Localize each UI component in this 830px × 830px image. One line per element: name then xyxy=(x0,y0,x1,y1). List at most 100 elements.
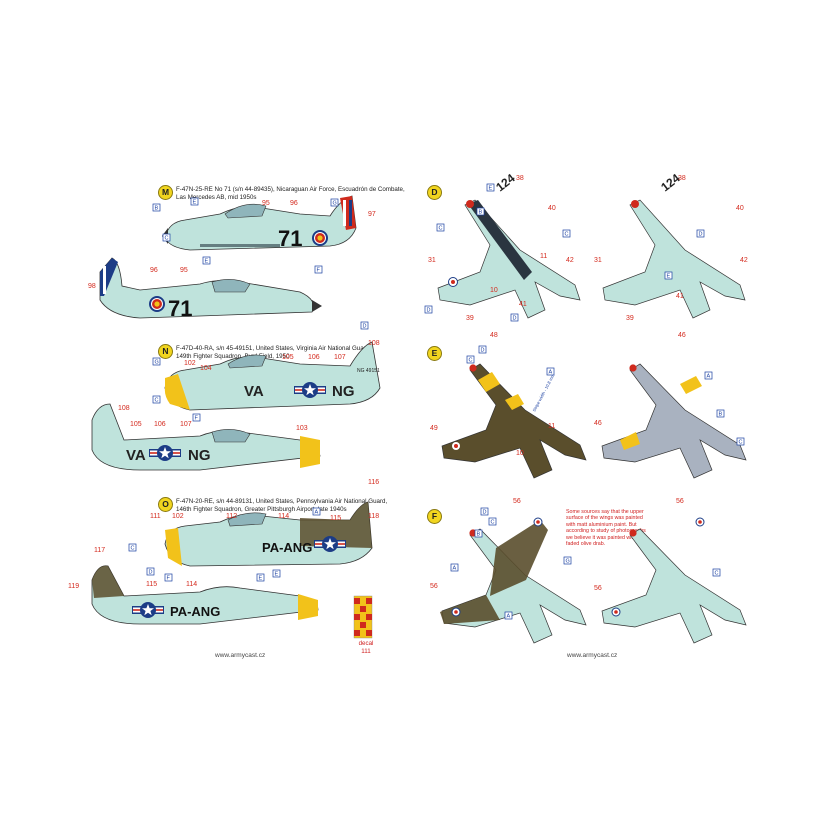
callout-f-left-3: B xyxy=(477,531,481,537)
callout-box-f-left-2 xyxy=(488,517,497,526)
callout-d-left-10: D xyxy=(427,307,431,313)
callout-box-o-top-10 xyxy=(272,569,281,578)
callout-d-right-6: 41 xyxy=(676,293,684,300)
callout-n-top-9: F xyxy=(195,415,199,421)
f-plan-right xyxy=(601,517,747,644)
callout-f-right-2: 56 xyxy=(594,585,602,592)
callout-box-n-top-9 xyxy=(192,413,201,422)
callout-n-top-0: G xyxy=(155,359,159,365)
callout-e-left-2: A xyxy=(549,369,553,375)
callout-box-f-left-0 xyxy=(480,507,489,516)
o-bottom-code: PA-ANG xyxy=(170,604,220,619)
caption-o-line-2: 146th Fighter Squadron, Greater Pittsbur… xyxy=(176,505,347,513)
callout-d-left-4: 11 xyxy=(540,253,547,260)
callout-n-top-1: 105 xyxy=(282,354,294,361)
callout-f-left-7: A xyxy=(507,613,511,619)
callout-box-d-left-0 xyxy=(486,183,495,192)
m-bottom-code: 71 xyxy=(168,296,192,321)
callout-n-top-2: 106 xyxy=(308,354,320,361)
callout-o-top-9: D xyxy=(149,569,153,575)
callout-box-f-left-3 xyxy=(474,529,483,538)
decal-111-pattern xyxy=(353,595,373,639)
callout-box-n-top-7 xyxy=(152,395,161,404)
f-colour-note: Some sources say that the upper surface … xyxy=(566,509,678,547)
callout-n-top-7: C xyxy=(155,397,159,403)
callout-box-e-left-1 xyxy=(478,345,487,354)
callout-n-bottom-2: 106 xyxy=(154,421,166,428)
callout-d-left-0: E xyxy=(489,185,493,191)
callout-m-top-0: B xyxy=(155,205,159,211)
badge-o: O xyxy=(158,497,173,512)
callout-m-top-1: E xyxy=(193,199,197,205)
callout-o-top-3: 114 xyxy=(278,513,289,520)
callout-box-o-bottom-4 xyxy=(164,573,173,582)
f-note-line-2: surface of the wings was painted xyxy=(566,515,643,522)
callout-o-top-8: C xyxy=(131,545,135,551)
f-note-line-3: with matt aluminium paint. But xyxy=(566,521,637,528)
callout-o-top-0: 111 xyxy=(150,513,161,520)
callout-d-left-3: B xyxy=(479,209,483,215)
callout-e-right-1: A xyxy=(707,373,711,379)
callout-o-top-5: 115 xyxy=(330,515,341,522)
n-bottom-code-right: NG xyxy=(188,447,211,464)
callout-m-bottom-1: 96 xyxy=(150,267,158,274)
callout-m-top-8: F xyxy=(317,267,321,273)
e-plan-left: Stripe width - 10,8 mm xyxy=(441,363,587,479)
callout-box-f-left-4 xyxy=(450,563,459,572)
callout-e-right-3: 46 xyxy=(594,420,602,427)
callout-e-left-1: D xyxy=(481,347,485,353)
callout-m-top-4: G xyxy=(333,200,337,206)
callout-box-m-top-0 xyxy=(152,203,161,212)
d-plan-left: 124 xyxy=(437,171,581,319)
callout-e-right-4: C xyxy=(739,439,743,445)
callout-o-bottom-5: E xyxy=(259,575,263,581)
callout-box-n-top-0 xyxy=(152,357,161,366)
callout-e-left-5: 49 xyxy=(430,425,438,432)
n-top-tail-serial: NG 49151 xyxy=(357,368,380,374)
f-note-line-6: faded olive drab. xyxy=(566,541,606,548)
caption-o-line-1: F-47N-20-RE, s/n 44-89131, United States… xyxy=(176,498,388,505)
callout-f-left-2: C xyxy=(491,519,495,525)
callout-box-e-left-2 xyxy=(546,367,555,376)
callout-box-f-left-7 xyxy=(504,611,513,620)
callout-d-left-6: 31 xyxy=(428,257,436,264)
callout-d-right-4: 31 xyxy=(594,257,602,264)
f-note-line-5: we believe it was painted with xyxy=(566,534,636,541)
callout-o-top-1: 102 xyxy=(172,513,184,520)
m-profile-bottom: 71 xyxy=(99,257,322,321)
callout-m-top-5: 97 xyxy=(368,211,376,218)
callout-f-left-0: D xyxy=(483,509,487,515)
callout-f-right-1: C xyxy=(715,570,719,576)
callout-d-left-1: 38 xyxy=(516,175,524,182)
badge-d: D xyxy=(427,185,442,200)
callout-box-m-top-6 xyxy=(202,256,211,265)
callout-box-d-right-5 xyxy=(664,271,673,280)
callout-o-bottom-2: 114 xyxy=(186,581,197,588)
callout-m-bottom-0: 98 xyxy=(88,283,96,290)
e-stripe-note: Stripe width - 10,8 mm xyxy=(531,373,555,413)
callout-o-top-2: 112 xyxy=(226,513,237,520)
callout-n-bottom-4: 103 xyxy=(296,425,308,432)
callout-o-top-10: E xyxy=(275,571,279,577)
f-note-line-1: Some sources say that the upper xyxy=(566,509,644,515)
caption-m-line-2: Las Mercedes AB, mid 1950s xyxy=(176,193,257,201)
callout-box-f-right-1 xyxy=(712,568,721,577)
callout-f-left-5: G xyxy=(566,558,570,564)
n-bottom-code-left: VA xyxy=(126,447,146,464)
n-top-code-right: NG xyxy=(332,383,355,400)
callout-d-left-12: D xyxy=(513,315,517,321)
decal-label-line-2: 111 xyxy=(361,647,371,655)
d-plan-right: 124 xyxy=(602,171,746,319)
callout-m-top-2: 95 xyxy=(262,200,270,207)
badge-n: N xyxy=(158,344,173,359)
callout-box-d-left-3 xyxy=(476,207,485,216)
callout-d-left-8: 10 xyxy=(490,287,498,294)
callout-o-bottom-1: 115 xyxy=(146,581,157,588)
callout-box-f-left-5 xyxy=(563,556,572,565)
callout-d-right-5: E xyxy=(667,273,671,279)
callout-box-m-top-1 xyxy=(190,197,199,206)
callout-o-top-7: 118 xyxy=(368,513,379,520)
callout-box-d-left-10 xyxy=(424,305,433,314)
caption-n: F-47D-40-RA, s/n 45-49151, United States… xyxy=(176,345,371,360)
